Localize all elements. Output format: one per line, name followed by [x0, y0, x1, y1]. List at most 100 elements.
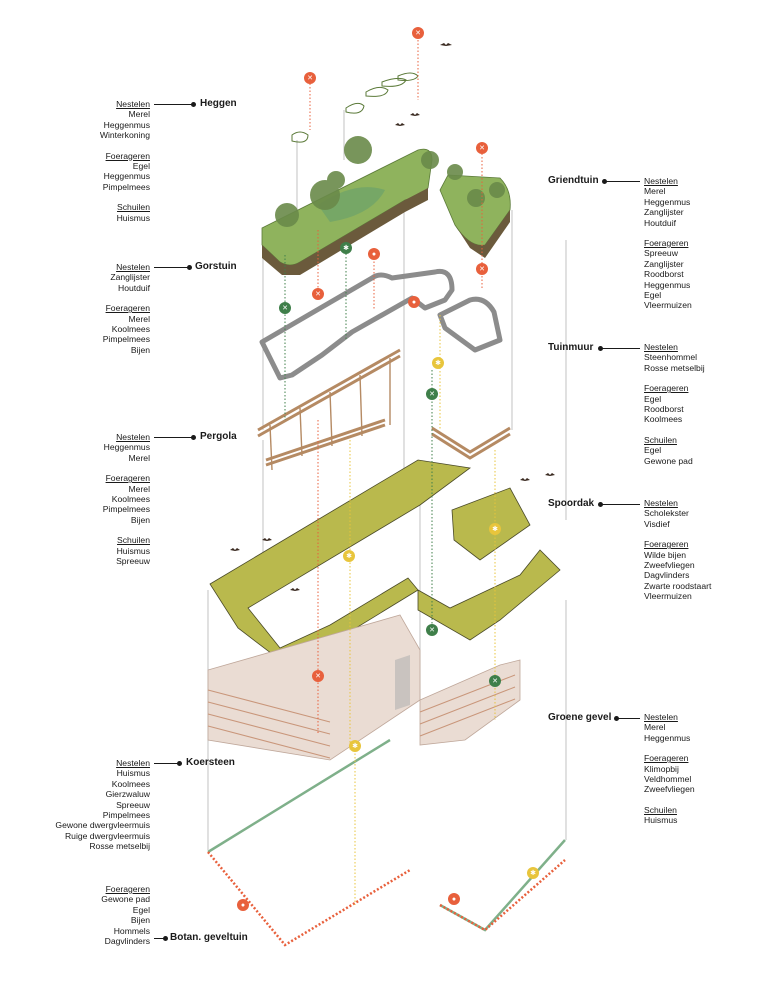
heggen-layer-title: Heggen: [200, 98, 237, 109]
group-heading: Nestelen: [644, 176, 678, 186]
species-marker-butterfly: ✱: [432, 357, 444, 369]
species-marker-butterfly: ✱: [489, 523, 501, 535]
group-heading: Foerageren: [644, 753, 689, 764]
species-item: Roodborst: [644, 404, 684, 415]
species-group: Foerageren Spreeuw Zanglijster Roodborst…: [644, 238, 764, 311]
species-item: Veldhommel: [644, 774, 692, 785]
koersteen-layer-title: Koersteen: [186, 757, 235, 768]
species-item: Heggenmus: [103, 442, 150, 453]
species-group: Nestelen Heggenmus Merel: [64, 432, 150, 463]
group-heading: Nestelen: [116, 99, 150, 109]
species-item: Gewone pad: [101, 894, 150, 905]
species-group: Nestelen Merel Heggenmus: [644, 712, 764, 743]
heggen-species-block: Nestelen Merel Heggenmus Winterkoning Fo…: [64, 99, 150, 233]
species-item: Pimpelmees: [102, 334, 150, 345]
species-item: Huismus: [644, 815, 678, 826]
species-item: Klimopbij: [644, 763, 679, 774]
species-item: Pimpelmees: [102, 810, 150, 821]
species-group: Schuilen Huismus: [644, 805, 764, 826]
species-item: Merel: [128, 483, 151, 494]
species-marker-bird: ✕: [279, 302, 291, 314]
species-item: Zweefvliegen: [644, 560, 695, 571]
species-item: Heggenmus: [644, 279, 691, 290]
species-item: Merel: [128, 109, 151, 120]
groenegevel-species-block: Nestelen Merel Heggenmus Foerageren Klim…: [644, 712, 764, 836]
group-heading: Foerageren: [105, 303, 150, 314]
species-item: Bijen: [130, 915, 150, 926]
species-item: Roodborst: [644, 269, 684, 280]
griendtuin-leader-line: [602, 179, 640, 184]
gorstuin-leader-line: [154, 265, 192, 270]
species-item: Heggenmus: [103, 171, 150, 182]
species-marker-bee: ✱: [340, 242, 352, 254]
botan-layer-title: Botan. geveltuin: [170, 932, 248, 943]
spoordak-species-block: Nestelen Scholekster Visdief Foerageren …: [644, 498, 764, 612]
species-group: Nestelen Merel Heggenmus Winterkoning: [64, 99, 150, 141]
groenegevel-leader-line: [614, 716, 640, 721]
bird-flock-icons: [230, 43, 555, 591]
species-marker-butterfly: ✱: [349, 740, 361, 752]
group-heading: Nestelen: [644, 342, 678, 352]
species-marker-butterfly: ✱: [527, 867, 539, 879]
griendtuin-species-block: Nestelen Merel Heggenmus Zanglijster Hou…: [644, 176, 764, 321]
group-heading: Schuilen: [117, 202, 150, 213]
group-heading: Foerageren: [105, 150, 150, 161]
species-marker-bird: ✕: [476, 142, 488, 154]
species-group: Foerageren Merel Koolmees Pimpelmees Bij…: [64, 473, 150, 525]
group-heading: Foerageren: [644, 539, 689, 550]
species-item: Spreeuw: [116, 556, 150, 567]
groenegevel-layer-title: Groene gevel: [548, 712, 612, 723]
species-item: Gewone pad: [644, 455, 693, 466]
species-item: Dagvlinders: [104, 936, 150, 947]
species-item: Gierzwaluw: [105, 789, 150, 800]
species-item: Steenhommel: [644, 352, 698, 363]
species-group: Foerageren Wilde bijen Zweefvliegen Dagv…: [644, 539, 764, 601]
pergola-species-block: Nestelen Heggenmus Merel Foerageren Mere…: [64, 432, 150, 576]
spoordak-leader-line: [598, 502, 640, 507]
species-item: Egel: [132, 904, 150, 915]
species-group: Schuilen Huismus: [64, 202, 150, 223]
species-group: Foerageren Klimopbij Veldhommel Zweefvli…: [644, 753, 764, 795]
species-item: Koolmees: [111, 494, 150, 505]
botan-leader-line: [154, 936, 168, 941]
species-item: Merel: [644, 186, 666, 197]
species-marker-bird: ✕: [312, 288, 324, 300]
species-item: Egel: [644, 445, 662, 456]
species-marker-bird: ✕: [312, 670, 324, 682]
species-item: Bijen: [130, 344, 150, 355]
group-heading: Schuilen: [644, 434, 677, 445]
species-item: Zanglijster: [110, 272, 150, 283]
species-item: Heggenmus: [644, 732, 691, 743]
species-marker-bird: ✕: [412, 27, 424, 39]
species-item: Huismus: [116, 545, 150, 556]
group-heading: Schuilen: [644, 804, 677, 815]
species-item: Pimpelmees: [102, 504, 150, 515]
species-marker-hedgehog: ●: [408, 296, 420, 308]
species-item: Huismus: [116, 212, 150, 223]
species-item: Huismus: [116, 768, 150, 779]
species-marker-bird: ✕: [426, 624, 438, 636]
species-item: Zanglijster: [644, 258, 684, 269]
tree-icons: [275, 136, 505, 227]
species-item: Egel: [132, 161, 150, 172]
species-marker-bird: ✕: [489, 675, 501, 687]
species-group: Schuilen Egel Gewone pad: [644, 435, 764, 466]
species-group: Nestelen Huismus Koolmees Gierzwaluw Spr…: [24, 758, 150, 852]
species-item: Pimpelmees: [102, 181, 150, 192]
species-item: Winterkoning: [99, 130, 150, 141]
species-item: Merel: [644, 722, 666, 733]
species-group: Nestelen Steenhommel Rosse metselbij: [644, 342, 764, 373]
species-item: Gewone dwergvleermuis: [55, 820, 150, 831]
group-heading: Schuilen: [117, 535, 150, 546]
species-marker-bird: ✕: [304, 72, 316, 84]
species-item: Heggenmus: [644, 196, 691, 207]
group-heading: Nestelen: [116, 262, 150, 272]
species-item: Merel: [128, 313, 151, 324]
species-group: Nestelen Merel Heggenmus Zanglijster Hou…: [644, 176, 764, 228]
group-heading: Foerageren: [644, 238, 689, 249]
species-item: Spreeuw: [116, 799, 150, 810]
species-item: Koolmees: [111, 324, 150, 335]
species-group: Nestelen Zanglijster Houtduif: [64, 262, 150, 293]
species-item: Vleermuizen: [644, 300, 692, 311]
botanical-facade-garden-layer: [207, 738, 566, 947]
